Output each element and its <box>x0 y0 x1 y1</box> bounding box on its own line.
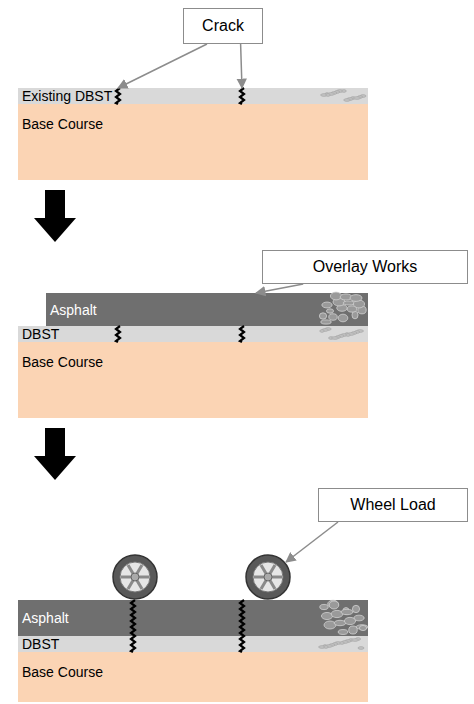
aggregate-texture <box>359 625 366 630</box>
aggregate-texture <box>329 314 338 321</box>
aggregate-texture <box>338 630 348 635</box>
aggregate-texture <box>352 605 359 612</box>
aggregate-texture <box>349 626 357 634</box>
crack <box>116 88 120 104</box>
layer-fill <box>18 104 368 180</box>
base-course-layer: Base Course <box>18 652 368 702</box>
layer-fill <box>46 293 368 326</box>
crack <box>240 600 244 652</box>
aggregate-texture <box>326 94 330 97</box>
asphalt-layer: Asphalt <box>18 600 368 636</box>
crack <box>240 326 244 342</box>
layer-label: DBST <box>22 636 59 652</box>
leader-arrow <box>256 284 303 293</box>
aggregate-texture <box>342 90 346 93</box>
layer-fill <box>18 326 368 342</box>
aggregate-texture <box>329 601 339 609</box>
layer-fill <box>18 342 368 418</box>
leader-arrow <box>118 44 207 88</box>
dbst-layer: DBST <box>18 326 368 342</box>
callout-box: Crack <box>183 8 263 44</box>
layer-fill <box>18 636 368 652</box>
aggregate-texture <box>340 642 344 645</box>
layer-label: Existing DBST <box>22 88 112 104</box>
layer-label: Base Course <box>22 664 103 680</box>
aggregate-texture <box>332 337 339 340</box>
layer-label: Asphalt <box>50 302 97 318</box>
aggregate-texture <box>344 99 351 102</box>
layer-fill <box>18 652 368 702</box>
callout-box: Overlay Works <box>262 250 468 284</box>
layer-label: Base Course <box>22 354 103 370</box>
aggregate-texture <box>320 604 328 609</box>
aggregate-texture <box>344 617 355 624</box>
aggregate-texture <box>321 320 331 324</box>
dbst-layer: DBST <box>18 636 368 652</box>
step-arrow <box>34 190 76 242</box>
aggregate-texture <box>354 97 361 100</box>
asphalt-layer: Asphalt <box>46 293 368 326</box>
crack <box>131 600 135 652</box>
aggregate-texture <box>350 295 362 302</box>
aggregate-texture <box>358 647 364 650</box>
wheel <box>246 555 290 599</box>
aggregate-texture <box>346 334 350 337</box>
base-course-layer: Base Course <box>18 104 368 180</box>
layer-fill <box>18 600 368 636</box>
layer-label: Asphalt <box>22 610 69 626</box>
aggregate-texture <box>352 639 359 642</box>
layer-label: Base Course <box>22 116 103 132</box>
aggregate-texture <box>326 309 333 313</box>
leader-line <box>286 522 338 562</box>
wheel <box>113 555 157 599</box>
crack <box>240 88 244 104</box>
crack <box>116 326 120 342</box>
layer-label: DBST <box>22 326 59 342</box>
aggregate-texture <box>341 609 353 614</box>
callout-label: Crack <box>202 17 244 35</box>
aggregate-texture <box>330 292 341 300</box>
aggregate-texture <box>320 330 324 333</box>
callout-label: Wheel Load <box>350 496 435 514</box>
aggregate-texture <box>338 314 348 322</box>
aggregate-texture <box>322 302 332 308</box>
callout-label: Overlay Works <box>313 258 418 276</box>
layer-fill <box>18 88 368 104</box>
leader-arrow <box>241 44 242 88</box>
aggregate-texture <box>319 313 326 319</box>
aggregate-texture <box>324 646 328 649</box>
callout-box: Wheel Load <box>318 488 468 522</box>
step-arrow <box>34 428 76 480</box>
base-course-layer: Base Course <box>18 342 368 418</box>
dbst-layer: Existing DBST <box>18 88 368 104</box>
